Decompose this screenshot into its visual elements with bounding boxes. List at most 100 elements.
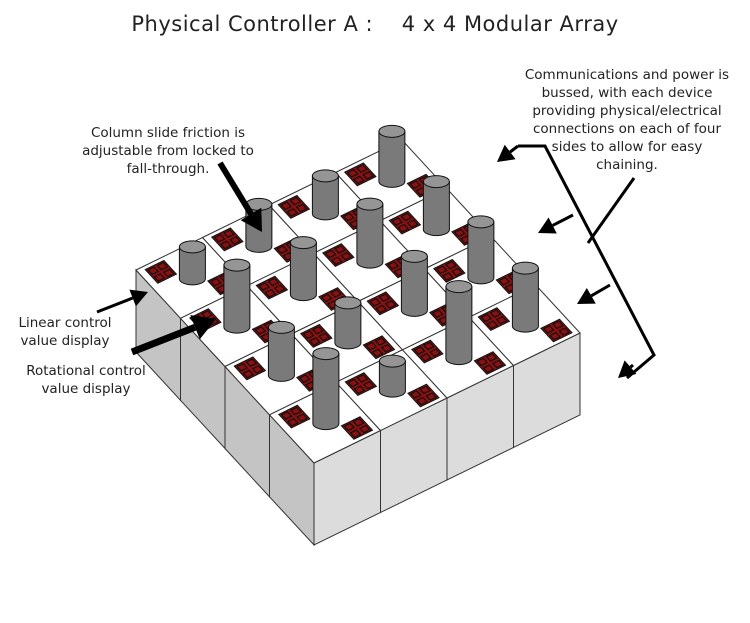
display-segment [352, 417, 365, 427]
display-segment [356, 374, 369, 383]
display-segment [258, 282, 271, 291]
annotation-rotational-line: value display [41, 381, 131, 397]
annotation-friction-line: adjustable from locked to [82, 143, 254, 159]
annotation-bus-line: sides to allow for easy [551, 139, 703, 155]
display-segment [491, 359, 504, 369]
display-segment [342, 212, 355, 222]
slider-column [378, 354, 406, 398]
display-segment [213, 233, 226, 243]
display-segment [384, 300, 397, 309]
column-body [422, 181, 450, 237]
control-display [366, 291, 400, 316]
display-segment [397, 223, 410, 233]
display-segment [162, 268, 175, 278]
display-panel [299, 323, 333, 348]
column-body [312, 353, 340, 431]
annotation-rotational-line: Rotational control [26, 363, 146, 379]
display-segment [340, 251, 353, 261]
annotation-linear-line: value display [20, 333, 110, 349]
annotation-bus: Communications and power is bussed, with… [505, 66, 749, 174]
annotation-rotational: Rotational control value display [6, 362, 166, 398]
column-top [422, 175, 450, 189]
display-panel [407, 383, 440, 408]
column-body [334, 302, 362, 350]
control-display [388, 210, 422, 235]
display-segment [355, 164, 368, 174]
control-display [540, 318, 573, 343]
column-body [511, 267, 539, 333]
display-segment [236, 362, 249, 372]
display-panel [277, 404, 311, 429]
slider-column [378, 124, 406, 188]
column-top [312, 347, 340, 361]
column-top [334, 296, 362, 310]
column-top [378, 124, 406, 138]
display-segment [298, 374, 311, 384]
display-segment [147, 266, 160, 276]
display-segment [400, 212, 413, 222]
column-body [289, 242, 317, 302]
display-segment [552, 320, 564, 330]
slider-column [445, 280, 473, 366]
display-segment [320, 293, 333, 303]
bus-arrow-head [497, 144, 516, 162]
page-title: Physical Controller A : 4 x 4 Modular Ar… [131, 12, 619, 36]
display-segment [296, 413, 309, 423]
display-segment [273, 284, 286, 294]
display-segment [295, 203, 308, 213]
column-body [378, 360, 406, 398]
display-segment [441, 272, 454, 281]
annotation-bus-line: providing physical/electrical [532, 103, 722, 119]
display-segment [318, 332, 331, 342]
display-panel [255, 275, 289, 300]
display-segment [219, 240, 232, 250]
display-segment [311, 325, 324, 335]
annotation-linear-line: Linear control [18, 315, 112, 331]
display-segment [289, 406, 302, 416]
display-segment [375, 304, 388, 314]
display-segment [374, 337, 387, 346]
display-segment [302, 330, 315, 340]
linear-display-arrow-head [129, 289, 148, 307]
slider-column [400, 249, 428, 317]
control-display [340, 416, 374, 440]
display-panel [277, 194, 311, 219]
display-segment [380, 343, 393, 353]
annotation-bus-line: bussed, with each device [541, 85, 713, 101]
display-segment [346, 168, 359, 178]
display-segment [451, 267, 464, 277]
array-components [144, 124, 573, 440]
display-segment [242, 369, 255, 379]
display-segment [251, 365, 264, 374]
display-segment [353, 385, 366, 395]
column-top [378, 354, 406, 368]
control-display [277, 194, 311, 219]
display-segment [156, 261, 169, 271]
display-segment [343, 422, 356, 432]
array-side-faces [135, 268, 581, 547]
display-segment [352, 175, 365, 185]
control-display [277, 404, 311, 429]
display-panel [362, 335, 396, 360]
display-panel [477, 307, 511, 332]
friction-arrow-head [240, 207, 262, 232]
slider-column [223, 258, 251, 334]
column-top [289, 236, 317, 250]
control-display [362, 335, 396, 360]
friction-arrow-shaft [217, 161, 254, 216]
display-segment [444, 260, 457, 270]
slider-column [467, 215, 495, 285]
display-segment [330, 256, 343, 266]
annotation-linear: Linear control value display [0, 314, 130, 350]
display-segment [209, 277, 222, 287]
control-display [344, 372, 378, 397]
display-panel [344, 372, 378, 397]
display-segment [229, 236, 242, 245]
display-segment [435, 265, 448, 275]
annotation-friction-line: Column slide friction is [90, 125, 246, 141]
display-panel [410, 339, 444, 364]
bus-arrow-shaft [629, 363, 634, 369]
display-segment [289, 196, 302, 206]
display-segment [308, 337, 321, 346]
column-body [400, 255, 428, 317]
